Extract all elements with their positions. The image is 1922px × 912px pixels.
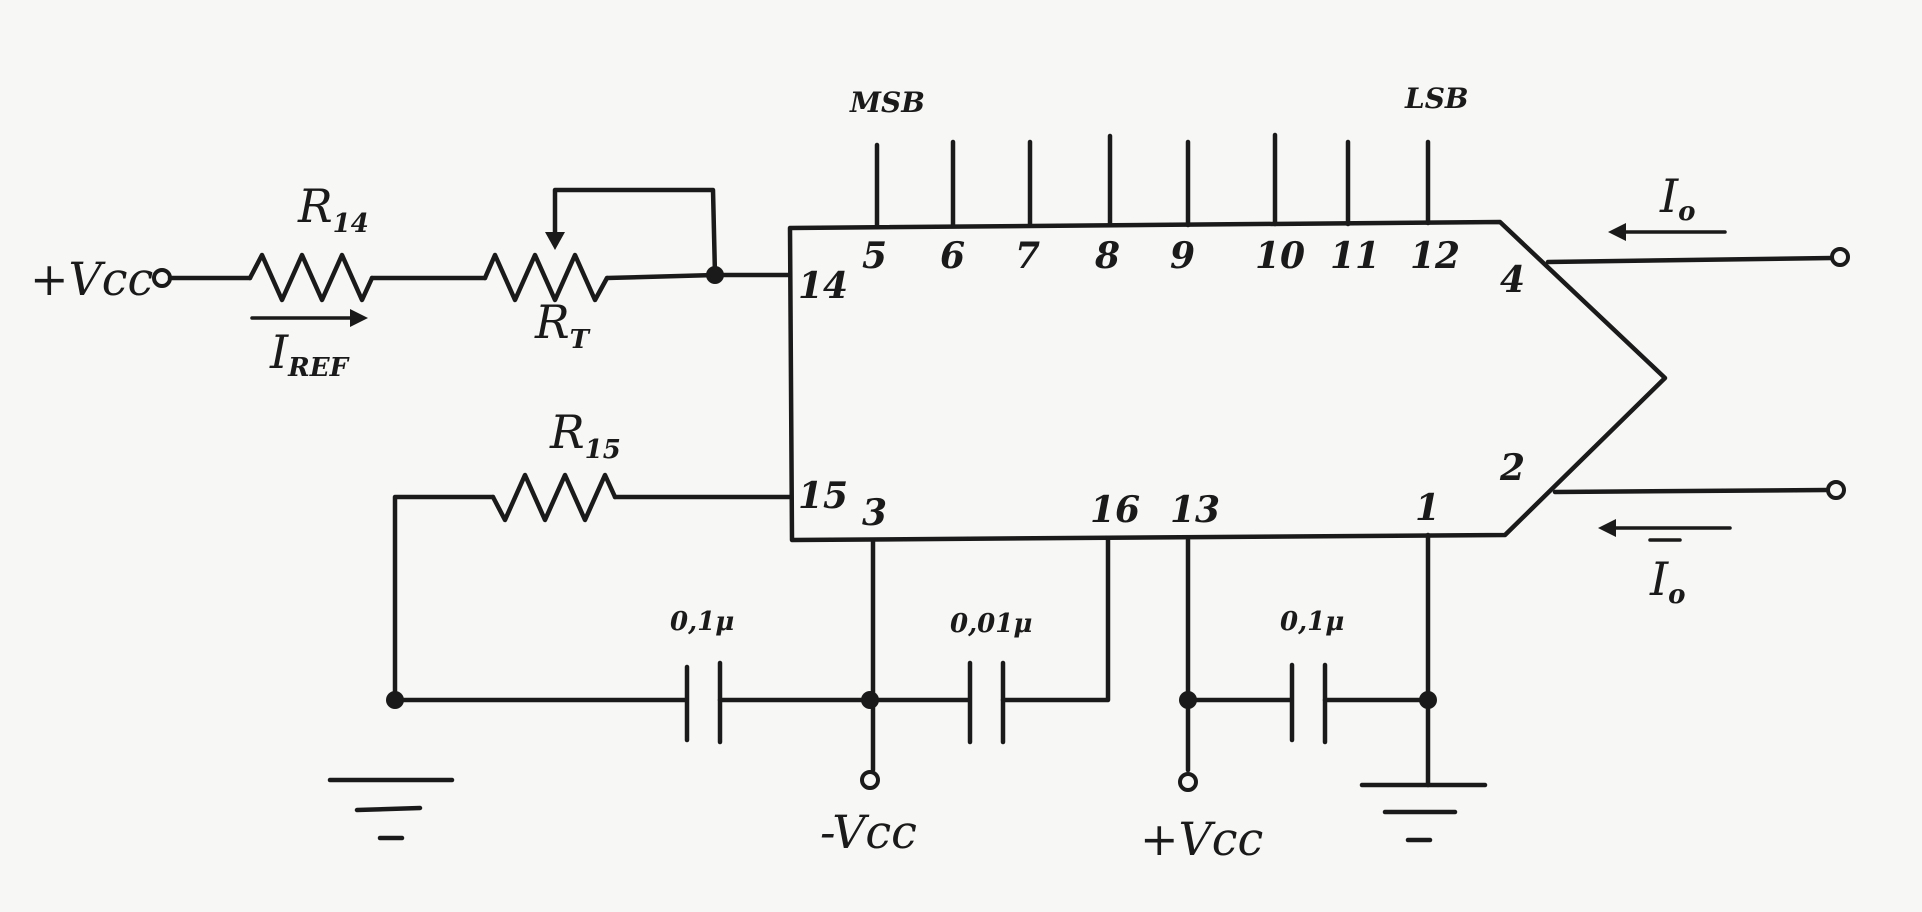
rt-resistor [482, 252, 610, 303]
ground-symbol-right [1359, 782, 1488, 843]
pin-label-13: 13 [1170, 489, 1220, 531]
pin-label-1: 1 [1415, 487, 1440, 529]
pos-vcc-label: +Vcc [1140, 812, 1263, 866]
vcc-input-label: +Vcc [30, 252, 153, 306]
pin-label-14: 14 [798, 265, 848, 307]
lsb-label: LSB [1404, 82, 1469, 115]
vcc-input-terminal [152, 268, 172, 288]
r15-resistor [490, 472, 618, 523]
io-bar-output-terminal [1826, 480, 1846, 500]
r14-resistor [247, 252, 375, 303]
io-arrow-head [1608, 223, 1626, 241]
r14-label: R14 [297, 179, 369, 239]
wire-r15-ground [392, 494, 496, 703]
data-bit-pins [874, 132, 1431, 228]
pin-label-6: 6 [940, 235, 965, 277]
wire-out-io [1545, 255, 1835, 265]
pos-vcc-terminal [1178, 772, 1198, 792]
neg-vcc-terminal [860, 770, 880, 790]
neg-vcc-label: -Vcc [820, 805, 917, 859]
rt-label: RT [534, 295, 591, 355]
pin-label-3: 3 [862, 492, 887, 534]
pin-label-12: 12 [1410, 235, 1460, 277]
iref-label: IREF [269, 325, 350, 383]
c1-value: 0,1μ [670, 607, 734, 637]
pin-label-7: 7 [1015, 235, 1040, 277]
pin-label-5: 5 [862, 235, 887, 277]
pin-label-16: 16 [1090, 489, 1140, 531]
pin-label-4: 4 [1500, 259, 1525, 301]
io-output-terminal [1830, 247, 1850, 267]
dac-chip-body [787, 219, 1668, 543]
pin-label-8: 8 [1094, 235, 1120, 277]
ground-symbol-left [327, 777, 455, 841]
io-bar-arrow-head [1598, 519, 1616, 537]
wire-out-io-bar [1552, 487, 1831, 495]
top-pin-labels: 5 6 7 8 9 10 11 12 [862, 235, 1460, 277]
pin-label-11: 11 [1330, 235, 1380, 277]
wire-rt-node [604, 272, 793, 281]
pin-label-9: 9 [1170, 235, 1195, 277]
r15-label: R15 [549, 405, 621, 465]
rt-wiper-wire [552, 187, 718, 278]
msb-label: MSB [849, 86, 925, 119]
node-pin14 [706, 266, 724, 284]
io-bar-label: Io [1649, 552, 1686, 610]
wire-c2-pin16 [1000, 537, 1111, 703]
c3-value: 0,1μ [1280, 607, 1344, 637]
rt-wiper-arrow [545, 232, 565, 250]
io-label: Io [1659, 169, 1696, 227]
node-pin1 [1419, 691, 1437, 709]
pin-label-10: 10 [1255, 235, 1305, 277]
pin-label-2: 2 [1499, 447, 1525, 489]
pin-label-15: 15 [798, 475, 848, 517]
iref-arrow-head [350, 309, 368, 327]
c2-value: 0,01μ [950, 609, 1032, 639]
